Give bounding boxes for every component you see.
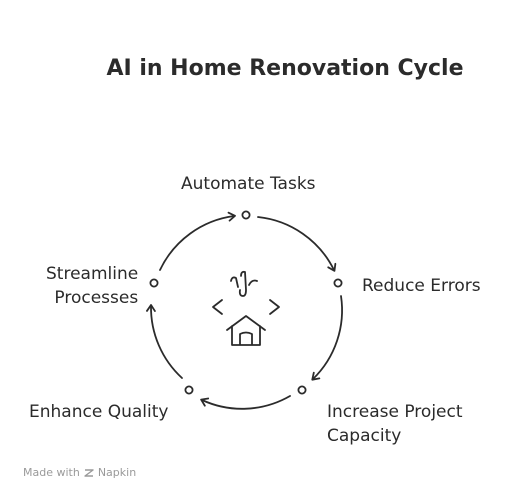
step-label-line: Processes: [54, 288, 139, 308]
node-increase: [297, 385, 307, 395]
arc-reduce-to-increase: [311, 295, 343, 381]
step-label-increase-project-capacity: Increase Project Capacity: [327, 400, 463, 448]
code-bracket-left-icon: [212, 299, 223, 315]
node-enhance: [184, 385, 194, 395]
step-label-streamline-processes: Streamline Processes: [46, 262, 138, 310]
step-label-line: Streamline: [46, 264, 139, 284]
node-automate: [241, 210, 251, 220]
step-label-automate-tasks: Automate Tasks: [181, 174, 316, 194]
pointing-hand-icon: [230, 270, 258, 297]
node-streamline: [149, 278, 159, 288]
napkin-brand-text: Napkin: [97, 466, 137, 479]
ai-home-icon: [212, 270, 280, 346]
diagram-title: AI in Home Renovation Cycle: [106, 56, 464, 81]
napkin-logo-icon: [84, 468, 94, 477]
step-label-reduce-errors: Reduce Errors: [362, 276, 481, 296]
arc-streamline-to-automate: [159, 211, 236, 271]
arc-automate-to-reduce: [257, 216, 337, 272]
step-label-enhance-quality: Enhance Quality: [29, 402, 169, 422]
made-with-napkin-footer[interactable]: Made with Napkin: [23, 466, 136, 479]
made-with-text: Made with: [23, 466, 80, 479]
step-label-line: Increase Project: [327, 402, 463, 422]
arc-enhance-to-streamline: [146, 304, 183, 379]
node-reduce: [333, 278, 343, 288]
step-label-line: Capacity: [327, 426, 402, 446]
arc-increase-to-enhance: [200, 395, 291, 410]
house-icon: [226, 315, 266, 346]
code-bracket-right-icon: [269, 299, 280, 315]
